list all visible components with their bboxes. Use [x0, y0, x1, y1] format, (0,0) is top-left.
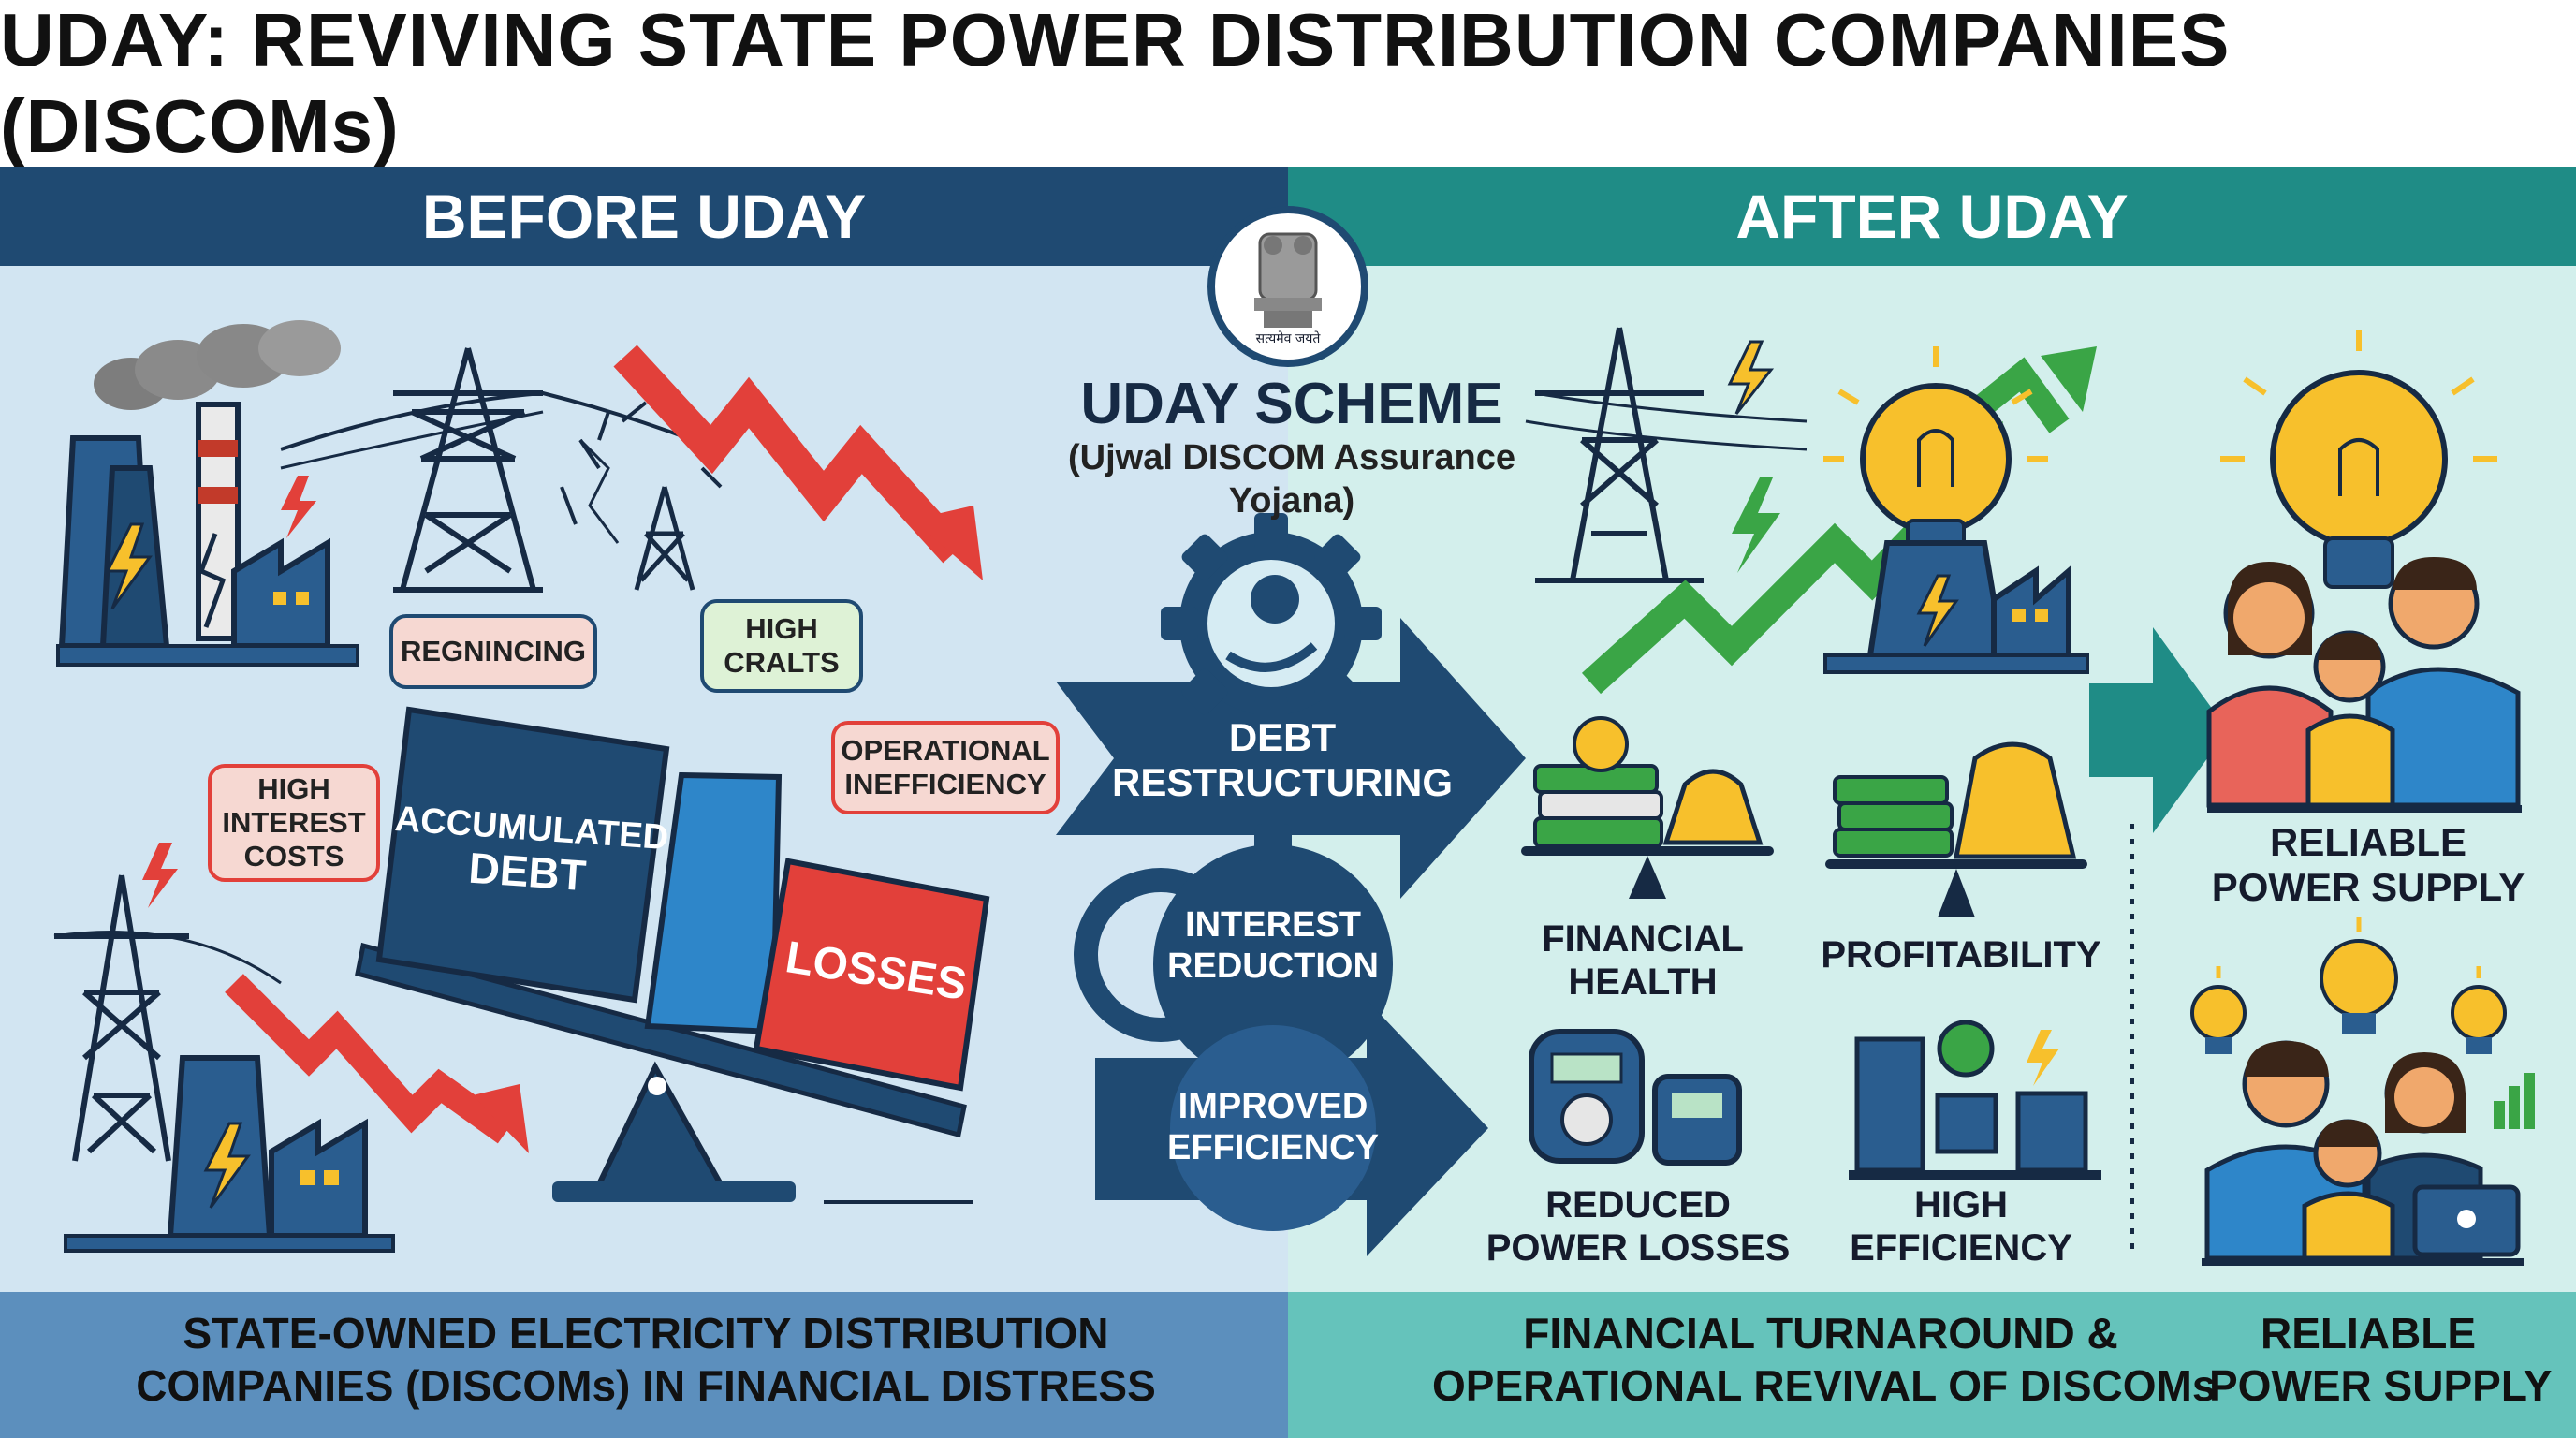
- transmission-tower-3-icon: [1525, 327, 1808, 583]
- footer-right-line2: POWER SUPPLY: [2209, 1361, 2553, 1410]
- scheme-subtitle: (Ujwal DISCOM Assurance Yojana): [1039, 436, 1544, 522]
- improved-efficiency-line1: IMPROVED: [1178, 1087, 1368, 1126]
- reduced-power-losses-line1: REDUCED: [1545, 1184, 1731, 1225]
- footer-left-text: STATE-OWNED ELECTRICITY DISTRIBUTION COM…: [37, 1307, 1254, 1412]
- high-efficiency-label: HIGH EFFICIENCY: [1825, 1183, 2097, 1269]
- gear-icon: [1161, 513, 1382, 734]
- reduced-power-losses-label: REDUCED POWER LOSSES: [1479, 1183, 1797, 1269]
- footer-mid-line1: FINANCIAL TURNAROUND &: [1523, 1309, 2118, 1357]
- footer-right-text: RELIABLE POWER SUPPLY: [2209, 1307, 2553, 1412]
- footer-left-line1: STATE-OWNED ELECTRICITY DISTRIBUTION: [183, 1309, 1109, 1357]
- decline-arrow-2-icon: [225, 974, 529, 1153]
- debt-restructuring-line2: RESTRUCTURING: [1112, 760, 1453, 804]
- family-laptop-icon: [2202, 1040, 2535, 1266]
- high-efficiency-line1: HIGH: [1914, 1184, 2008, 1225]
- high-interest-costs-bubble: HIGH INTEREST COSTS: [208, 764, 380, 882]
- footer-right-line1: RELIABLE: [2261, 1309, 2476, 1357]
- footer-mid-text: FINANCIAL TURNAROUND & OPERATIONAL REVIV…: [1432, 1307, 2217, 1412]
- server-efficiency-icon: [1849, 1020, 2101, 1180]
- high-cralts-bubble: HIGH CRALTS: [700, 599, 863, 693]
- operational-inefficiency-bubble: OPERATIONAL INEFFICIENCY: [831, 721, 1060, 814]
- scheme-subtitle-line1: (Ujwal DISCOM Assurance: [1068, 438, 1515, 477]
- regnincing-label: REGNINCING: [400, 635, 587, 668]
- electricity-meter-icon: [1529, 1029, 1742, 1166]
- operational-line1: OPERATIONAL: [841, 734, 1050, 767]
- family-icon: [2206, 557, 2522, 813]
- improved-efficiency-line2: EFFICIENCY: [1167, 1128, 1379, 1167]
- interest-reduction-line1: INTEREST: [1185, 905, 1361, 945]
- page-title: UDAY: REVIVING STATE POWER DISTRIBUTION …: [0, 0, 2231, 168]
- reduced-power-losses-line2: POWER LOSSES: [1486, 1227, 1791, 1269]
- improved-efficiency-label: IMPROVED EFFICIENCY: [1142, 1086, 1404, 1168]
- financial-health-icon: [1521, 716, 1774, 899]
- before-uday-header: BEFORE UDAY: [0, 167, 1288, 266]
- financial-health-label: FINANCIAL HEALTH: [1507, 917, 1778, 1004]
- transmission-tower-2-icon: [53, 843, 282, 1162]
- bulbs-row-icon: [2190, 917, 2507, 1054]
- power-plant-2-icon: [64, 1055, 395, 1253]
- interest-costs-line3: COSTS: [243, 840, 344, 873]
- emblem-motto: सत्यमेव जयते: [1255, 331, 1321, 346]
- power-plant-bulb-icon: [1823, 346, 2089, 674]
- regnincing-bubble: REGNINCING: [389, 614, 597, 689]
- debt-restructuring-arrow: [1056, 618, 1526, 899]
- scheme-subtitle-line2: Yojana): [1228, 481, 1355, 521]
- debt-restructuring-line1: DEBT: [1228, 715, 1337, 759]
- footer-left-line2: COMPANIES (DISCOMs) IN FINANCIAL DISTRES…: [136, 1361, 1156, 1410]
- big-bulb-icon: [2220, 330, 2497, 589]
- interest-reduction-line2: REDUCTION: [1167, 946, 1379, 986]
- outcome-arrow: [2089, 627, 2228, 833]
- scheme-title: UDAY SCHEME: [1080, 372, 1503, 436]
- reliable-power-supply-line2: POWER SUPPLY: [2211, 865, 2525, 909]
- footer-mid-line2: OPERATIONAL REVIVAL OF DISCOMs: [1432, 1361, 2217, 1410]
- high-cralts-line1: HIGH: [745, 612, 818, 645]
- interest-reduction-label: INTEREST REDUCTION: [1142, 904, 1404, 987]
- reliable-power-supply-line1: RELIABLE: [2270, 820, 2466, 864]
- financial-health-line1: FINANCIAL: [1542, 918, 1744, 960]
- improved-efficiency-arrow: [1095, 1000, 1488, 1256]
- debt-seesaw: [355, 706, 990, 1204]
- operational-line2: INEFFICIENCY: [844, 768, 1046, 800]
- decline-arrow-icon: [613, 345, 983, 580]
- interest-costs-line1: HIGH: [257, 772, 330, 805]
- profitability-icon: [1825, 741, 2087, 917]
- power-plant-icon: [56, 320, 359, 667]
- broken-tower-icon: [560, 401, 723, 591]
- financial-health-line2: HEALTH: [1568, 961, 1718, 1003]
- footer-left: [0, 1292, 1288, 1438]
- footer-right: [1288, 1292, 2576, 1438]
- after-uday-header: AFTER UDAY: [1288, 167, 2576, 266]
- reliable-power-supply-label: RELIABLE POWER SUPPLY: [2190, 820, 2546, 910]
- debt-restructuring-label: DEBT RESTRUCTURING: [1105, 715, 1460, 805]
- profitability-label: PROFITABILITY: [1821, 934, 2101, 976]
- transmission-tower-icon: [280, 347, 694, 593]
- high-cralts-line2: CRALTS: [724, 646, 840, 679]
- high-efficiency-line2: EFFICIENCY: [1850, 1227, 2072, 1269]
- interest-costs-line2: INTEREST: [222, 806, 366, 839]
- state-emblem: [1208, 206, 1368, 367]
